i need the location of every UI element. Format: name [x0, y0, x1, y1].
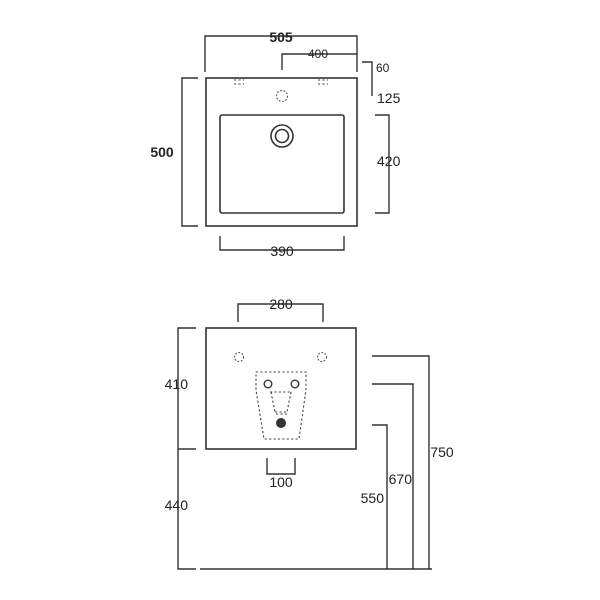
bracket-hole-right — [316, 351, 328, 363]
dimension-390: 390 — [270, 243, 294, 259]
dimension-line-410 — [177, 327, 196, 450]
dimension-line-420 — [375, 114, 390, 214]
dimension-line-550 — [372, 424, 388, 569]
trap-fixing-right — [290, 379, 300, 389]
dimension-670: 670 — [389, 471, 413, 487]
front-view: 280 410 440 100 550 670 750 — [165, 296, 454, 570]
bowl-outline — [219, 114, 345, 214]
dimension-100: 100 — [269, 474, 293, 490]
dimension-410: 410 — [165, 376, 189, 392]
dimension-125: 125 — [377, 90, 401, 106]
dimension-line-390 — [219, 236, 345, 251]
dimension-400: 400 — [308, 47, 328, 61]
dimension-line-280 — [237, 303, 324, 322]
dimension-line-100 — [266, 458, 296, 475]
dimension-420: 420 — [377, 153, 401, 169]
bracket-hole-left — [233, 351, 245, 363]
fixing-mark-right — [318, 79, 328, 85]
dimension-line-500 — [181, 77, 198, 227]
dimension-280: 280 — [269, 296, 293, 312]
dimension-500: 500 — [150, 144, 174, 160]
tap-hole — [275, 89, 289, 103]
dimension-line-400 — [281, 53, 357, 70]
front-basin-outline — [205, 327, 357, 450]
trap-outline — [255, 371, 307, 440]
dimension-750: 750 — [430, 444, 454, 460]
dimension-505: 505 — [269, 29, 293, 45]
trap-detail — [270, 391, 292, 415]
dimension-60: 60 — [376, 61, 390, 75]
fixing-mark-left — [234, 79, 244, 85]
top-view: 505 400 60 125 500 420 390 — [150, 29, 400, 259]
dimension-line-440 — [177, 449, 196, 570]
waste-outlet-inner — [274, 128, 290, 144]
trap-fixing-left — [263, 379, 273, 389]
dimension-550: 550 — [361, 490, 385, 506]
dimension-line-60 — [362, 61, 373, 96]
trap-outlet — [276, 418, 286, 428]
dimension-440: 440 — [165, 497, 189, 513]
dimension-line-750 — [372, 355, 430, 569]
dimension-line-670 — [372, 383, 414, 569]
